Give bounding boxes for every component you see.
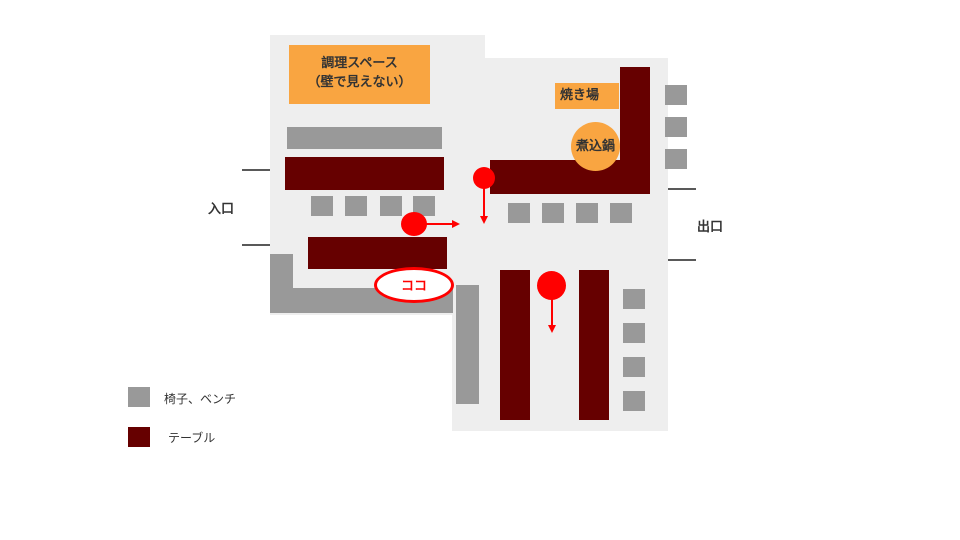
seat (576, 203, 598, 223)
seat (508, 203, 530, 223)
seat (380, 196, 402, 216)
kitchen-label-line2: （壁で見えない） (307, 75, 412, 90)
seat (665, 85, 687, 105)
seat (623, 357, 645, 377)
grill-area: 焼き場 (555, 83, 619, 109)
seat (665, 149, 687, 169)
stew-pot: 煮込鍋 (571, 122, 620, 171)
table-left-upper (285, 157, 444, 190)
table-long-2 (579, 270, 609, 420)
entrance-line-upper (242, 169, 270, 171)
entrance-label: 入口 (208, 202, 235, 217)
counter-l-horizontal (490, 160, 650, 194)
direction-arrow-down (480, 188, 488, 224)
legend-seat-label: 椅子、ベンチ (164, 392, 237, 406)
legend-table-label: テーブル (168, 431, 216, 445)
person-marker (537, 271, 566, 300)
legend-table-swatch (128, 427, 150, 447)
here-marker: ココ (374, 267, 454, 303)
legend-seat-swatch (128, 387, 150, 407)
exit-line-upper (668, 188, 696, 190)
seat (542, 203, 564, 223)
stew-pot-label: 煮込鍋 (575, 139, 615, 154)
direction-arrow-right (426, 220, 460, 228)
seat (623, 323, 645, 343)
grill-label: 焼き場 (560, 88, 600, 103)
person-marker (473, 167, 495, 189)
entrance-line-lower (242, 244, 270, 246)
exit-line-lower (668, 259, 696, 261)
here-label: ココ (400, 279, 427, 294)
seat (345, 196, 367, 216)
bench-top-left (287, 127, 442, 149)
table-left-lower (308, 237, 447, 269)
table-long-1 (500, 270, 530, 420)
seat (665, 117, 687, 137)
seat (623, 289, 645, 309)
seat (623, 391, 645, 411)
seat (610, 203, 632, 223)
direction-arrow-down (548, 299, 556, 333)
exit-label: 出口 (697, 220, 724, 235)
seat (413, 196, 435, 216)
kitchen-label-line1: 調理スペース (321, 56, 398, 71)
bench-center-vertical (456, 285, 479, 404)
kitchen-area: 調理スペース （壁で見えない） (289, 45, 430, 104)
seat (311, 196, 333, 216)
person-marker (401, 212, 427, 236)
